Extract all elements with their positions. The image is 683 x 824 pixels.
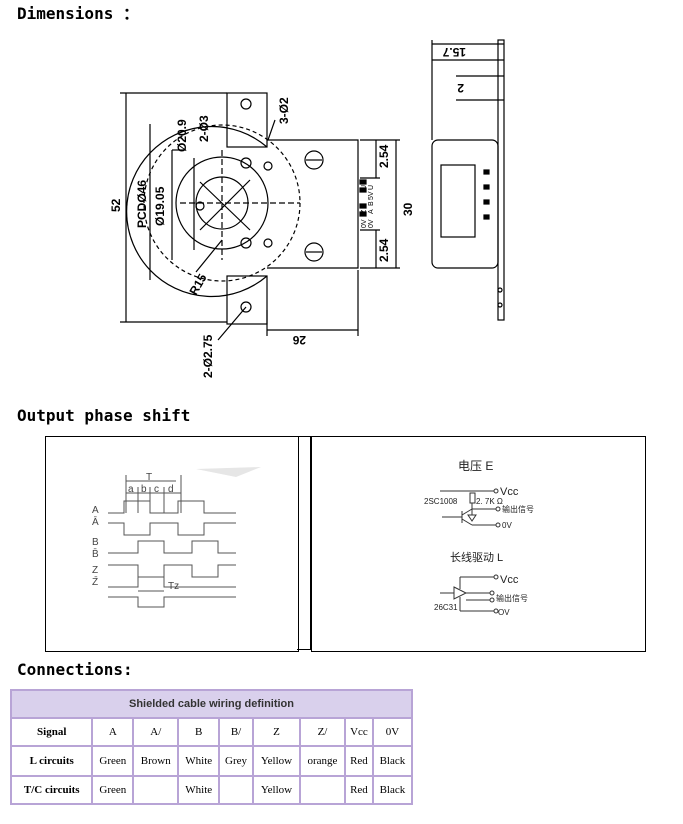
signal-label: Z̄ bbox=[92, 575, 98, 588]
dim-15-7-label: 15.7 bbox=[442, 45, 466, 59]
dim-26-label: 26 bbox=[292, 333, 306, 347]
signal-label: B̄ bbox=[92, 547, 99, 560]
table-cell bbox=[298, 775, 347, 805]
output-circuit-panel: 电压 E Vcc 2SC1008 2. 7K Ω 输出信号 0V 长线驱动 L … bbox=[311, 436, 646, 652]
table-header: A/ bbox=[132, 717, 180, 747]
dim-2-54-top-label: 2.54 bbox=[377, 144, 391, 168]
table-cell: Red bbox=[344, 745, 374, 777]
signal-label: Ā bbox=[92, 516, 99, 528]
phase-d-label: d bbox=[168, 484, 174, 495]
pin-label: U bbox=[361, 185, 368, 190]
vcc-label-l: Vcc bbox=[500, 574, 519, 586]
r15-label: R15 bbox=[186, 271, 209, 297]
phase-heading: Output phase shift bbox=[17, 406, 191, 425]
transistor-e-label: 2SC1008 bbox=[424, 497, 458, 506]
output-circuits: 电压 E Vcc 2SC1008 2. 7K Ω 输出信号 0V 长线驱动 L … bbox=[424, 459, 534, 617]
holes-3-02-label: 3-Ø2 bbox=[277, 97, 291, 124]
output-signal-label-l: 输出信号 bbox=[496, 593, 528, 603]
pcd-label: PCDØ46 bbox=[135, 180, 149, 228]
hole-bottom bbox=[240, 301, 252, 313]
tz-label: Tz bbox=[168, 581, 179, 592]
wiring-table: Shielded cable wiring definition Signal … bbox=[9, 689, 414, 805]
pin-label: Z bbox=[361, 209, 368, 214]
timing-diagram: T a b c d A Ā B B̄ Z Z̄ Tz bbox=[92, 467, 261, 608]
table-cell bbox=[132, 775, 180, 805]
table-cell: Yellow bbox=[251, 745, 301, 777]
signal-label: B bbox=[92, 537, 99, 548]
wiring-table-title: Shielded cable wiring definition bbox=[10, 689, 413, 719]
table-cell: Yellow bbox=[251, 775, 301, 805]
dim-2-label: 2 bbox=[457, 81, 464, 95]
resistor-label: 2. 7K Ω bbox=[476, 497, 503, 506]
dim-30-label: 30 bbox=[401, 202, 415, 216]
table-header: B bbox=[177, 717, 221, 747]
line-driver-title: 长线驱动 L bbox=[450, 550, 503, 564]
body-arc bbox=[126, 125, 268, 298]
table-cell: Black bbox=[371, 775, 414, 805]
pin-label: 5V bbox=[368, 191, 375, 200]
dim-52-label: 52 bbox=[109, 198, 123, 212]
voltage-output-title: 电压 E bbox=[458, 459, 493, 473]
pin-label: A bbox=[368, 209, 375, 214]
table-header: B/ bbox=[218, 717, 254, 747]
period-label: T bbox=[146, 472, 152, 483]
holes-2-275-label: 2-Ø2.75 bbox=[201, 334, 215, 378]
transistor-l-label: 26C31 bbox=[434, 603, 458, 612]
hole-top bbox=[240, 98, 252, 110]
table-header: Z bbox=[251, 717, 301, 747]
output-signal-label: 输出信号 bbox=[502, 504, 534, 514]
table-header: A bbox=[91, 717, 135, 747]
timing-diagram-panel: T a b c d A Ā B B̄ Z Z̄ Tz bbox=[45, 436, 299, 652]
dimension-drawing: 52 PCDØ46 Ø20.9 Ø19.05 2-Ø3 3-Ø2 R15 2-Ø… bbox=[109, 39, 505, 378]
table-header: Vcc bbox=[344, 717, 374, 747]
pin-label: B bbox=[368, 201, 375, 206]
table-cell bbox=[218, 775, 254, 805]
ov-label-l: OV bbox=[498, 608, 510, 617]
connector-housing bbox=[267, 139, 359, 269]
table-row: L circuits Green Brown White Grey Yellow… bbox=[9, 745, 414, 777]
table-cell: White bbox=[177, 775, 221, 805]
connections-heading: Connections: bbox=[17, 660, 133, 679]
table-cell: L circuits bbox=[9, 745, 94, 777]
table-header: 0V bbox=[371, 717, 414, 747]
table-cell: T/C circuits bbox=[9, 775, 94, 805]
signal-label: Z bbox=[92, 565, 98, 576]
flange-top bbox=[226, 92, 268, 148]
table-row: T/C circuits Green White Yellow Red Blac… bbox=[9, 775, 414, 805]
phase-a-label: a bbox=[128, 484, 134, 495]
signal-label: A bbox=[92, 505, 99, 516]
dia-19-05-label: Ø19.05 bbox=[153, 186, 167, 226]
holes-2-03-label: 2-Ø3 bbox=[197, 115, 211, 142]
table-cell: Black bbox=[371, 745, 414, 777]
table-cell: White bbox=[177, 745, 221, 777]
phase-b-label: b bbox=[141, 484, 147, 495]
dimensions-heading: Dimensions ： bbox=[17, 4, 139, 23]
pin-label: U bbox=[368, 185, 375, 190]
pin-label: 0V bbox=[361, 219, 368, 228]
table-cell: Red bbox=[344, 775, 374, 805]
table-header: Signal bbox=[9, 717, 94, 747]
phase-c-label: c bbox=[154, 484, 159, 495]
vcc-label: Vcc bbox=[500, 486, 519, 498]
table-header: Z/ bbox=[298, 717, 347, 747]
table-cell: Grey bbox=[218, 745, 254, 777]
panel-divider bbox=[297, 436, 311, 650]
table-cell: Green bbox=[91, 775, 135, 805]
pin-label: 0V bbox=[368, 219, 375, 228]
ov-label: 0V bbox=[502, 521, 512, 530]
table-cell: Brown bbox=[132, 745, 180, 777]
table-cell: Green bbox=[91, 745, 135, 777]
flange-bottom bbox=[226, 275, 268, 325]
dim-2-54-bottom-label: 2.54 bbox=[377, 238, 391, 262]
dia-20-9-label: Ø20.9 bbox=[175, 119, 189, 152]
table-cell: orange bbox=[298, 745, 347, 777]
